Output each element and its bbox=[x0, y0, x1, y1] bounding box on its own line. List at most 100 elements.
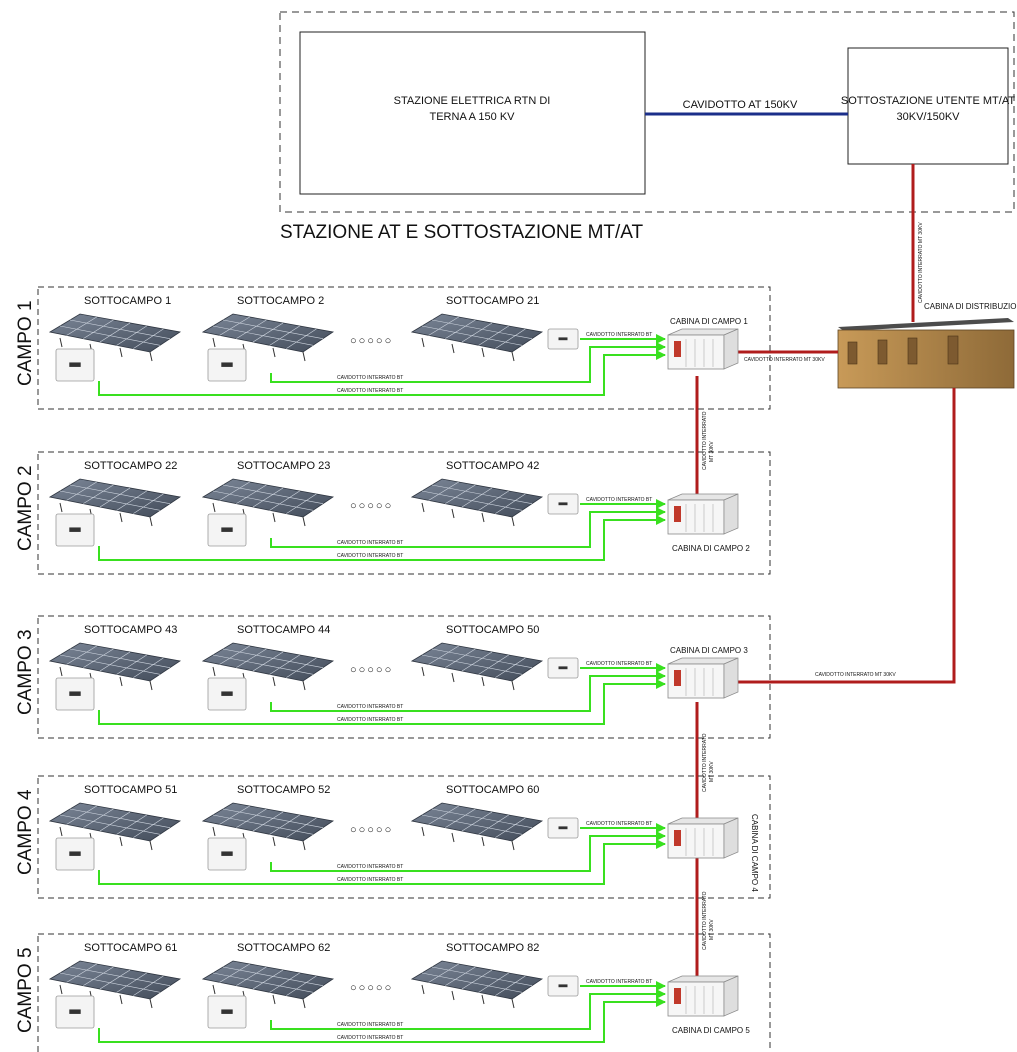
inverter-icon bbox=[548, 658, 578, 678]
mt-link-campo3-label: CAVIDOTTO INTERRATO MT 30KV bbox=[815, 672, 896, 678]
pv-array-icon bbox=[412, 643, 542, 690]
mt-link-3-4-label-1: CAVIDOTTO INTERRATO bbox=[702, 733, 708, 792]
station-title: STAZIONE AT E SOTTOSTAZIONE MT/AT bbox=[280, 222, 644, 243]
subfield-label: SOTTOCAMPO 2 bbox=[237, 295, 324, 307]
bt-cable-label: CAVIDOTTO INTERRATO BT bbox=[337, 877, 403, 883]
distribution-cabin-roof bbox=[838, 318, 1014, 331]
subfield-label: SOTTOCAMPO 42 bbox=[446, 460, 539, 472]
inverter-icon bbox=[208, 514, 246, 546]
field-cabin-icon bbox=[668, 976, 738, 1016]
rtn-station-label-2: TERNA A 150 KV bbox=[430, 111, 516, 123]
mt-link-1-2-label-1: CAVIDOTTO INTERRATO bbox=[702, 411, 708, 470]
bt-cable-label: CAVIDOTTO INTERRATO BT bbox=[586, 821, 652, 827]
campo-section: CAMPO 5 SOTTOCAMPO 61 SOTTOCAMPO 62 SOTTOCA… bbox=[15, 934, 770, 1052]
field-cabin-label: CABINA DI CAMPO 2 bbox=[672, 544, 750, 553]
campo-section: CAMPO 4 SOTTOCAMPO 51 SOTTOCAMPO 52 SOTTOCA… bbox=[15, 776, 770, 898]
subfield-label: SOTTOCAMPO 60 bbox=[446, 784, 539, 796]
bt-cable-label: CAVIDOTTO INTERRATO BT bbox=[337, 864, 403, 870]
subfield-label: SOTTOCAMPO 23 bbox=[237, 460, 330, 472]
distribution-cabin-door bbox=[878, 340, 887, 364]
utente-substation-label-1: SOTTOSTAZIONE UTENTE MT/AT bbox=[841, 95, 1015, 107]
mt-riser-cable-label: CAVIDOTTO INTERRATO MT 30KV bbox=[918, 222, 924, 303]
field-cabin-icon bbox=[668, 818, 738, 858]
distribution-cabin-body bbox=[838, 330, 1014, 388]
subfield-label: SOTTOCAMPO 1 bbox=[84, 295, 171, 307]
bt-cable-label: CAVIDOTTO INTERRATO BT bbox=[586, 979, 652, 985]
inverter-icon bbox=[208, 996, 246, 1028]
subfield-label: SOTTOCAMPO 51 bbox=[84, 784, 177, 796]
campo-label: CAMPO 4 bbox=[15, 789, 36, 875]
inverter-icon bbox=[56, 678, 94, 710]
campo-label: CAMPO 5 bbox=[15, 947, 36, 1033]
distribution-cabin: CABINA DI DISTRIBUZIONE MT bbox=[838, 302, 1017, 388]
bt-cable-label: CAVIDOTTO INTERRATO BT bbox=[337, 553, 403, 559]
ellipsis-dots: ○○○○○ bbox=[350, 824, 393, 836]
bt-cable-label: CAVIDOTTO INTERRATO BT bbox=[337, 1022, 403, 1028]
rtn-station-label-1: STAZIONE ELETTRICA RTN DI bbox=[394, 95, 551, 107]
bt-cable-label: CAVIDOTTO INTERRATO BT bbox=[586, 661, 652, 667]
inverter-icon bbox=[56, 349, 94, 381]
bt-cable-label: CAVIDOTTO INTERRATO BT bbox=[586, 332, 652, 338]
ellipsis-dots: ○○○○○ bbox=[350, 664, 393, 676]
campo-label: CAMPO 1 bbox=[15, 300, 36, 386]
inverter-icon bbox=[208, 349, 246, 381]
subfield-label: SOTTOCAMPO 43 bbox=[84, 624, 177, 636]
campo-label: CAMPO 3 bbox=[15, 629, 36, 715]
mt-link-4-5-label-2: MT 30KV bbox=[709, 919, 715, 940]
field-cabin-label: CABINA DI CAMPO 4 bbox=[750, 814, 759, 892]
mt-link-1-2-label-2: MT 30KV bbox=[709, 441, 715, 462]
bt-cable bbox=[271, 994, 665, 1029]
subfield-label: SOTTOCAMPO 50 bbox=[446, 624, 539, 636]
pv-array-icon bbox=[412, 803, 542, 850]
bt-cable-label: CAVIDOTTO INTERRATO BT bbox=[337, 717, 403, 723]
utente-substation-label-2: 30KV/150KV bbox=[897, 111, 961, 123]
inverter-icon bbox=[56, 838, 94, 870]
bt-cable-label: CAVIDOTTO INTERRATO BT bbox=[337, 1035, 403, 1041]
bt-cable-label: CAVIDOTTO INTERRATO BT bbox=[337, 704, 403, 710]
at-cable-label: CAVIDOTTO AT 150KV bbox=[683, 99, 798, 111]
mt-link-campo1-label: CAVIDOTTO INTERRATO MT 30KV bbox=[744, 357, 825, 363]
pv-array-icon bbox=[412, 479, 542, 526]
subfield-label: SOTTOCAMPO 62 bbox=[237, 942, 330, 954]
inverter-icon bbox=[56, 514, 94, 546]
field-cabin-label: CABINA DI CAMPO 1 bbox=[670, 317, 748, 326]
campi-layer: CAMPO 1 SOTTOCAMPO 1 SOTTOCAMPO 2 SOTTOCAMP… bbox=[15, 287, 770, 1052]
field-cabin-icon bbox=[668, 329, 738, 369]
ellipsis-dots: ○○○○○ bbox=[350, 500, 393, 512]
inverter-icon bbox=[548, 818, 578, 838]
inverter-icon bbox=[548, 494, 578, 514]
ellipsis-dots: ○○○○○ bbox=[350, 982, 393, 994]
campo-section: CAMPO 3 SOTTOCAMPO 43 SOTTOCAMPO 44 SOTTOCA… bbox=[15, 616, 770, 738]
pv-array-icon bbox=[412, 314, 542, 361]
field-cabin-label: CABINA DI CAMPO 3 bbox=[670, 646, 748, 655]
distribution-cabin-door bbox=[848, 342, 857, 364]
subfield-label: SOTTOCAMPO 52 bbox=[237, 784, 330, 796]
inverter-icon bbox=[56, 996, 94, 1028]
subfield-label: SOTTOCAMPO 22 bbox=[84, 460, 177, 472]
bt-cable bbox=[271, 512, 665, 547]
mt-link-4-5-label-1: CAVIDOTTO INTERRATO bbox=[702, 891, 708, 950]
pv-array-icon bbox=[412, 961, 542, 1008]
subfield-label: SOTTOCAMPO 21 bbox=[446, 295, 539, 307]
subfield-label: SOTTOCAMPO 82 bbox=[446, 942, 539, 954]
inverter-icon bbox=[208, 678, 246, 710]
field-cabin-icon bbox=[668, 658, 738, 698]
distribution-cabin-door bbox=[908, 338, 917, 364]
bt-cable-label: CAVIDOTTO INTERRATO BT bbox=[337, 540, 403, 546]
bt-cable bbox=[271, 676, 665, 711]
inverter-icon bbox=[208, 838, 246, 870]
field-cabin-icon bbox=[668, 494, 738, 534]
ellipsis-dots: ○○○○○ bbox=[350, 335, 393, 347]
bt-cable-label: CAVIDOTTO INTERRATO BT bbox=[337, 375, 403, 381]
subfield-label: SOTTOCAMPO 44 bbox=[237, 624, 330, 636]
bt-cable-label: CAVIDOTTO INTERRATO BT bbox=[586, 497, 652, 503]
inverter-icon bbox=[548, 976, 578, 996]
station-section: STAZIONE ELETTRICA RTN DI TERNA A 150 KV… bbox=[280, 12, 1015, 243]
mt-link-3-4-label-2: MT 30KV bbox=[709, 761, 715, 782]
bt-cable-label: CAVIDOTTO INTERRATO BT bbox=[337, 388, 403, 394]
bt-cable bbox=[271, 836, 665, 871]
subfield-label: SOTTOCAMPO 61 bbox=[84, 942, 177, 954]
bt-cable bbox=[271, 347, 665, 382]
